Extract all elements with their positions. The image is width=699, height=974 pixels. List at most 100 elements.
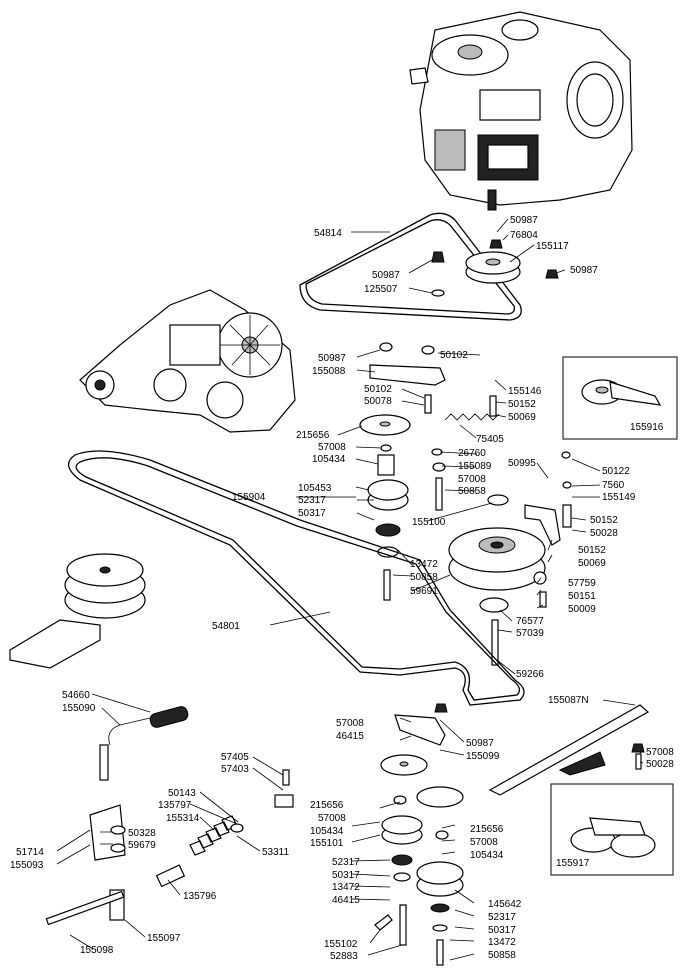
spring [444, 413, 500, 421]
idler-bracket [369, 364, 446, 386]
label-50078: 50078 [364, 396, 392, 407]
label-105453: 105453 [298, 483, 332, 494]
label-52317b: 52317 [332, 857, 360, 868]
label-7560: 7560 [602, 480, 625, 491]
label-105434b: 105434 [310, 826, 344, 837]
label-57008a: 57008 [318, 442, 346, 453]
label-50858b: 50858 [410, 572, 438, 583]
label-57008d: 57008 [646, 747, 674, 758]
label-57759: 57759 [568, 578, 596, 589]
label-155917: 155917 [556, 858, 590, 869]
label-46415a: 46415 [336, 731, 364, 742]
label-50328: 50328 [128, 828, 156, 839]
label-155117: 155117 [536, 241, 569, 252]
label-50987e: 50987 [466, 738, 494, 749]
label-57008f: 57008 [470, 837, 498, 848]
label-155088: 155088 [312, 366, 346, 377]
label-52317a: 52317 [298, 495, 326, 506]
label-50151: 50151 [568, 591, 596, 602]
transaxle [79, 289, 296, 433]
label-50317b: 50317 [332, 870, 360, 881]
label-125507: 125507 [364, 284, 398, 295]
label-50028b: 50028 [646, 759, 674, 770]
label-155100: 155100 [412, 517, 446, 528]
label-57403: 57403 [221, 764, 249, 775]
label-155099: 155099 [466, 751, 500, 762]
label-50143: 50143 [168, 788, 196, 799]
label-50152c: 50152 [578, 545, 606, 556]
label-105434a: 105434 [312, 454, 346, 465]
label-155090: 155090 [62, 703, 96, 714]
label-155149: 155149 [602, 492, 636, 503]
label-155097: 155097 [147, 933, 181, 944]
belt-54801 [68, 450, 525, 706]
idler-pulley-stack [359, 414, 411, 601]
label-215656a: 215656 [296, 430, 330, 441]
label-50987d: 50987 [318, 353, 346, 364]
label-155089: 155089 [458, 461, 492, 472]
label-57039: 57039 [516, 628, 544, 639]
label-215656c: 215656 [470, 824, 504, 835]
label-51714: 51714 [16, 847, 44, 858]
label-59679: 59679 [128, 840, 156, 851]
label-155146: 155146 [508, 386, 542, 397]
lower-pulleys [374, 754, 464, 966]
label-54814: 54814 [314, 228, 342, 239]
label-50858c: 50858 [488, 950, 516, 961]
label-50987b: 50987 [570, 265, 598, 276]
label-54660: 54660 [62, 690, 90, 701]
label-54801: 54801 [212, 621, 240, 632]
label-50069a: 50069 [508, 412, 536, 423]
engine [409, 11, 633, 211]
bracket-155087N [488, 704, 650, 796]
label-59266: 59266 [516, 669, 544, 680]
label-13472c: 13472 [488, 937, 516, 948]
label-155101: 155101 [310, 838, 344, 849]
label-50995: 50995 [508, 458, 536, 469]
leader-lines [56, 218, 644, 961]
label-52883: 52883 [330, 951, 358, 962]
label-50069b: 50069 [578, 558, 606, 569]
label-50317c: 50317 [488, 925, 516, 936]
label-50152b: 50152 [590, 515, 618, 526]
label-57008e: 57008 [318, 813, 346, 824]
engine-pulley [465, 251, 521, 284]
label-52317c: 52317 [488, 912, 516, 923]
label-57008b: 57008 [458, 474, 486, 485]
label-50987c: 50987 [372, 270, 400, 281]
label-50317a: 50317 [298, 508, 326, 519]
hardware [424, 239, 645, 770]
label-26760: 26760 [458, 448, 486, 459]
label-155904: 155904 [232, 492, 266, 503]
label-215656b: 215656 [310, 800, 344, 811]
label-13472a: 13472 [410, 559, 438, 570]
label-50858a: 50858 [458, 486, 486, 497]
part-number-labels: 54814 50987 76804 155117 50987 125507 50… [10, 215, 674, 962]
label-13472b: 13472 [332, 882, 360, 893]
label-105434c: 105434 [470, 850, 504, 861]
label-75405: 75405 [476, 434, 504, 445]
label-135796: 135796 [183, 891, 217, 902]
label-57008c: 57008 [336, 718, 364, 729]
label-50152a: 50152 [508, 399, 536, 410]
variable-pulley [9, 553, 146, 669]
label-50102b: 50102 [364, 384, 392, 395]
label-155102: 155102 [324, 939, 358, 950]
label-59691: 59691 [410, 586, 438, 597]
label-46415b: 46415 [332, 895, 360, 906]
label-135797: 135797 [158, 800, 192, 811]
label-50102a: 50102 [440, 350, 468, 361]
lower-idler-bracket [394, 714, 446, 746]
label-50987a: 50987 [510, 215, 538, 226]
clutch-bracket [524, 504, 561, 546]
label-155098: 155098 [80, 945, 114, 956]
belt-54814 [299, 212, 522, 321]
control-linkage [45, 706, 294, 926]
label-50009: 50009 [568, 604, 596, 615]
label-76577: 76577 [516, 616, 544, 627]
label-50028a: 50028 [590, 528, 618, 539]
label-145642: 145642 [488, 899, 522, 910]
label-53311: 53311 [262, 847, 290, 858]
label-76804: 76804 [510, 230, 538, 241]
